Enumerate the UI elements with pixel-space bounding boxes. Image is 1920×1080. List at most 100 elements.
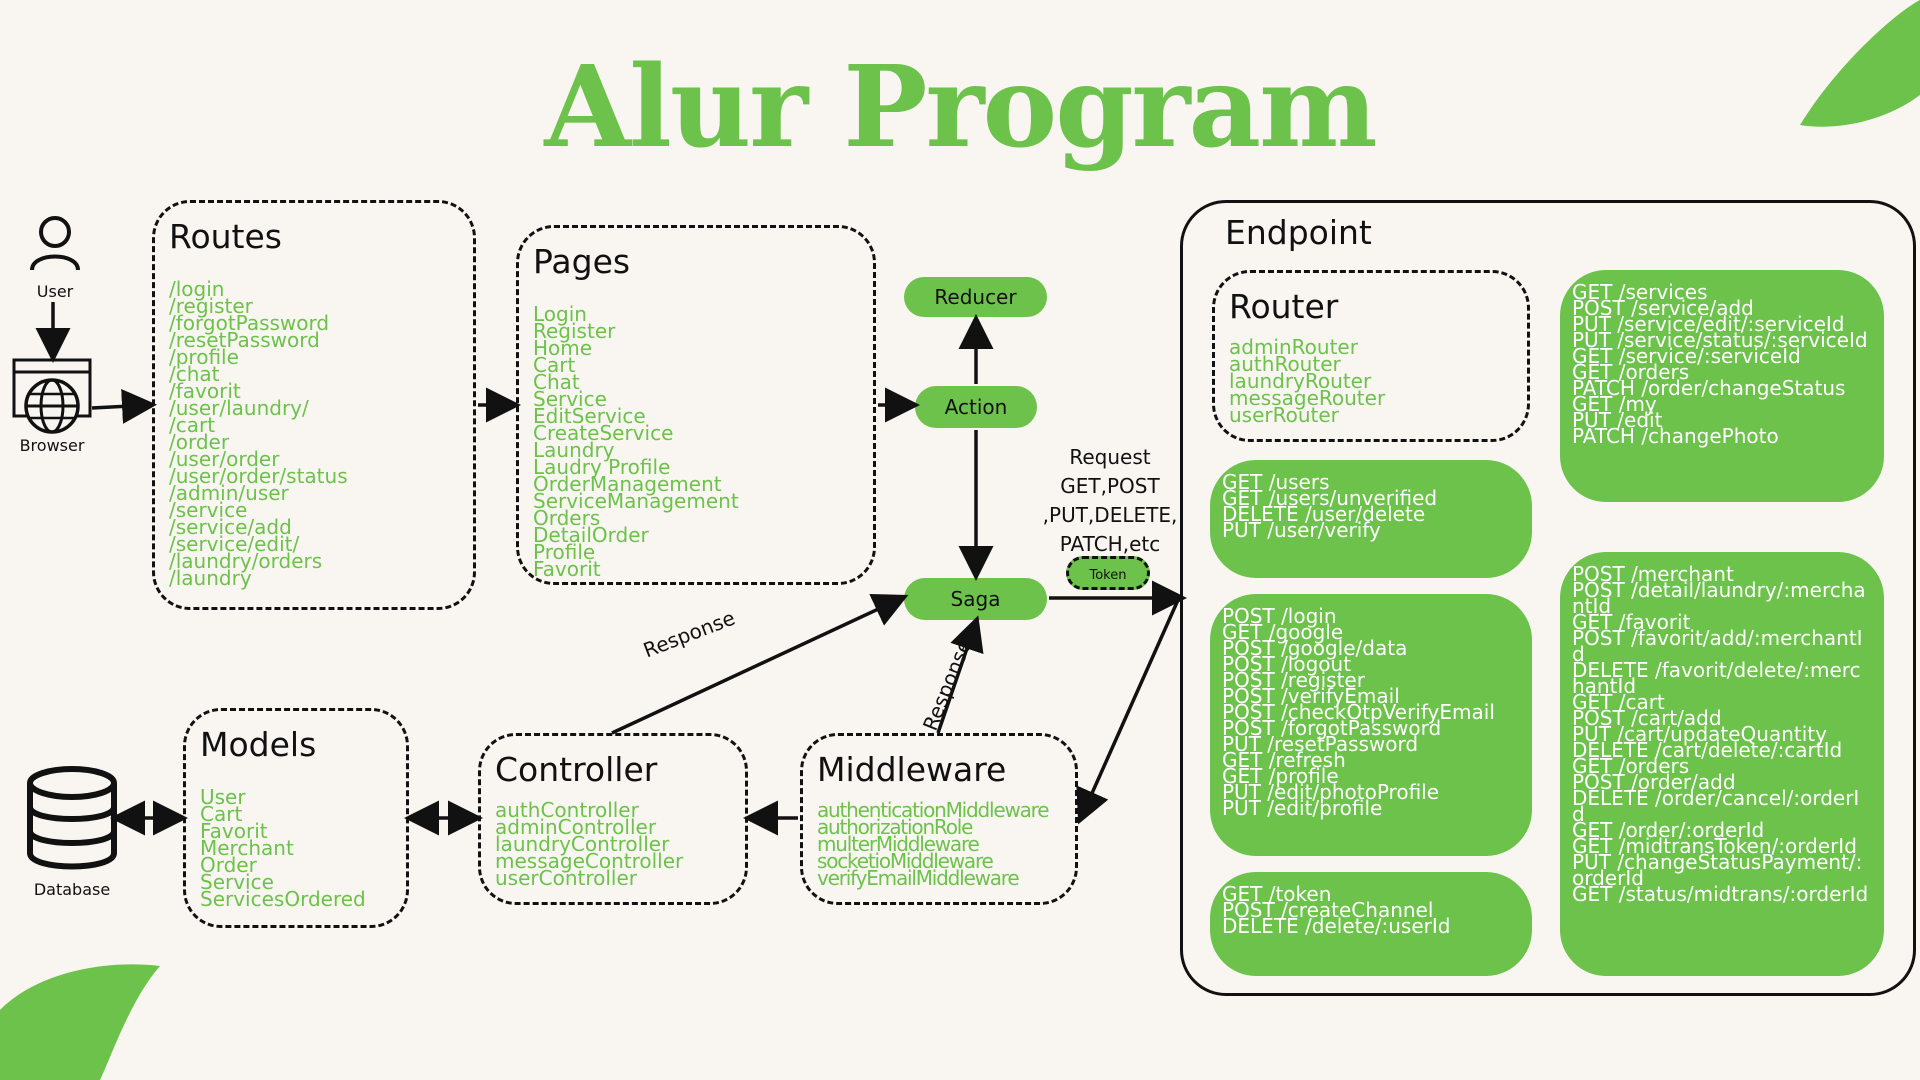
request-line-4: PATCH,etc <box>1059 532 1161 556</box>
list-item: POST /logout <box>1222 652 1352 676</box>
browser-label: Browser <box>19 436 85 455</box>
list-item: authorizationRole <box>817 815 973 839</box>
list-item: adminController <box>495 815 657 839</box>
request-line-2: GET,POST <box>1060 474 1160 498</box>
list-item: PATCH /order/changeStatus <box>1572 376 1846 400</box>
list-item: POST /register <box>1222 668 1365 692</box>
list-item: /chat <box>169 362 220 386</box>
user-icon <box>30 216 80 271</box>
list-item: Orders <box>533 506 601 530</box>
list-item: GET /favorit <box>1572 610 1691 634</box>
list-item: GET /google <box>1222 620 1344 644</box>
list-item: laundryRouter <box>1229 369 1372 393</box>
list-item: Merchant <box>200 836 294 860</box>
list-item: GET /status/midtrans/:orderId <box>1572 882 1869 906</box>
list-item: messageController <box>495 849 684 873</box>
list-item: DELETE /favorit/delete/:merchantId <box>1572 658 1861 698</box>
list-item: /user/laundry/ <box>169 396 309 420</box>
endpoint-heading: Endpoint <box>1225 213 1372 252</box>
list-item: EditService <box>533 404 646 428</box>
list-item: DELETE /order/cancel/:orderId <box>1572 786 1860 826</box>
list-item: GET /users/unverified <box>1222 486 1438 510</box>
database-icon <box>27 766 117 870</box>
router-heading: Router <box>1229 287 1339 326</box>
list-item: PUT /edit/profile <box>1222 796 1383 820</box>
list-item: POST /service/add <box>1572 296 1754 320</box>
list-item: ServicesOrdered <box>200 887 366 911</box>
list-item: /service/add <box>169 515 292 539</box>
list-item: GET /users <box>1222 470 1330 494</box>
database-node: Database <box>22 765 122 905</box>
list-item: GET /token <box>1222 882 1332 906</box>
list-item: /profile <box>169 345 239 369</box>
list-item: /cart <box>169 413 216 437</box>
list-item: /user/order <box>169 447 280 471</box>
list-item: PUT /changeStatusPayment/:orderId <box>1572 850 1863 890</box>
list-item: messageRouter <box>1229 386 1386 410</box>
list-item: /admin/user <box>169 481 289 505</box>
list-item: /user/order/status <box>169 464 348 488</box>
list-item: /register <box>169 294 253 318</box>
list-item: PATCH /changePhoto <box>1572 424 1779 448</box>
list-item: Service <box>533 387 607 411</box>
list-item: Laudry Profile <box>533 455 671 479</box>
list-item: DELETE /cart/delete/:cartId <box>1572 738 1843 762</box>
request-line-1: Request <box>1069 445 1151 469</box>
list-item: /service <box>169 498 248 522</box>
list-item: POST /favorit/add/:merchantId <box>1572 626 1863 666</box>
browser-node: Browser <box>12 358 92 458</box>
list-item: /service/edit/ <box>169 532 300 556</box>
list-item: authRouter <box>1229 352 1341 376</box>
leaf-bottom-left-icon <box>0 964 160 1080</box>
arrow-middleware-to-saga <box>936 615 984 734</box>
leaf-top-right-icon <box>1800 0 1920 127</box>
list-item: POST /checkOtpVerifyEmail <box>1222 700 1495 724</box>
arrow-browser-to-routes <box>91 388 157 424</box>
list-item: verifyEmailMiddleware <box>817 866 1020 890</box>
request-line-3: ,PUT,DELETE, <box>1042 503 1178 527</box>
request-label: Request GET,POST ,PUT,DELETE, PATCH,etc <box>1030 443 1190 559</box>
list-item: /login <box>169 277 225 301</box>
list-item: POST /login <box>1222 604 1337 628</box>
list-item: socketioMiddleware <box>817 849 994 873</box>
list-item: GET /refresh <box>1222 748 1346 772</box>
list-item: POST /detail/laundry/:merchantId <box>1572 578 1866 618</box>
database-label: Database <box>33 880 111 899</box>
list-item: /resetPassword <box>169 328 320 352</box>
list-item: Cart <box>200 802 243 826</box>
list-item: GET /midtransToken/:orderId <box>1572 834 1857 858</box>
list-item: POST /cart/add <box>1572 706 1722 730</box>
list-item: Home <box>533 336 593 360</box>
list-item: GET /orders <box>1572 754 1690 778</box>
list-item: DELETE /delete/:userId <box>1222 914 1451 938</box>
list-item: Chat <box>533 370 580 394</box>
middleware-heading: Middleware <box>817 750 1007 789</box>
list-item: POST /order/add <box>1572 770 1736 794</box>
list-item: User <box>200 785 246 809</box>
pages-heading: Pages <box>533 242 631 281</box>
list-item: OrderManagement <box>533 472 722 496</box>
browser-icon <box>12 358 92 434</box>
list-item: userController <box>495 866 638 890</box>
action-node: Action <box>915 386 1037 428</box>
list-item: Register <box>533 319 616 343</box>
list-item: PUT /resetPassword <box>1222 732 1419 756</box>
saga-node: Saga <box>904 578 1047 620</box>
list-item: Service <box>200 870 274 894</box>
list-item: GET /services <box>1572 280 1708 304</box>
arrow-endpoint-to-middleware <box>1076 599 1180 825</box>
list-item: adminRouter <box>1229 335 1358 359</box>
list-item: authenticationMiddleware <box>817 798 1050 822</box>
list-item: laundryController <box>495 832 670 856</box>
list-item: userRouter <box>1229 403 1339 427</box>
arrow-controller-to-saga <box>611 593 909 735</box>
list-item: Favorit <box>200 819 268 843</box>
list-item: Login <box>533 302 587 326</box>
user-node: User <box>20 210 90 301</box>
